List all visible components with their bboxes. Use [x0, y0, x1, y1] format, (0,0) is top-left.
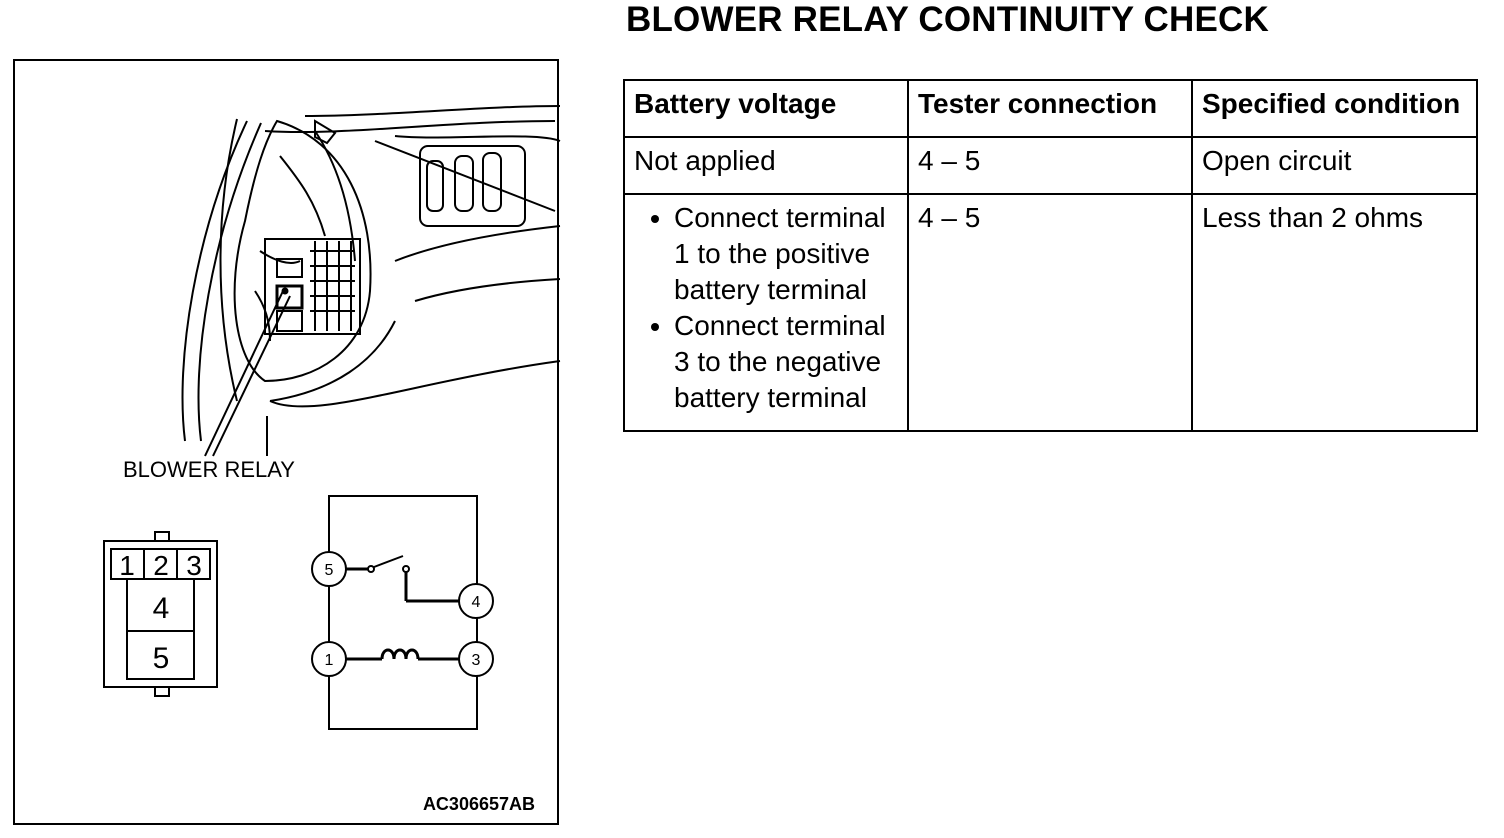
- schematic-terminal-5: 5: [311, 551, 347, 587]
- connector-pin-4: 4: [153, 592, 170, 625]
- continuity-spec-table: Battery voltage Tester connection Specif…: [623, 79, 1478, 432]
- cell-specified-condition: Open circuit: [1191, 136, 1478, 195]
- list-item: Connect terminal 3 to the negative batte…: [674, 308, 898, 416]
- blower-relay-callout: BLOWER RELAY: [123, 457, 295, 482]
- connector-pin-1: 1: [119, 550, 135, 581]
- connector-pin-5: 5: [153, 642, 170, 675]
- table-row: Connect terminal 1 to the positive batte…: [623, 193, 1478, 432]
- relay-location-figure: BLOWER RELAY 1 2 3 4 5: [13, 59, 561, 825]
- schematic-terminal-3: 3: [458, 641, 494, 677]
- schematic-terminal-1: 1: [311, 641, 347, 677]
- list-item: Connect terminal 1 to the positive batte…: [674, 200, 898, 308]
- cell-tester-connection: 4 – 5: [907, 193, 1193, 432]
- relay-connector-diagram: 1 2 3 4 5: [103, 531, 218, 697]
- svg-text:1: 1: [325, 652, 334, 669]
- dashboard-outline: [181, 105, 561, 442]
- battery-connection-list: Connect terminal 1 to the positive batte…: [634, 200, 898, 416]
- cell-battery-voltage: Not applied: [623, 136, 909, 195]
- connector-pin-2: 2: [153, 550, 169, 581]
- figure-code: AC306657AB: [422, 794, 535, 814]
- relay-location-illustration: BLOWER RELAY 1 2 3 4 5: [103, 105, 561, 730]
- page-title: BLOWER RELAY CONTINUITY CHECK: [626, 0, 1269, 39]
- cell-battery-voltage: Connect terminal 1 to the positive batte…: [623, 193, 909, 432]
- header-battery-voltage: Battery voltage: [623, 79, 909, 138]
- table-row: Not applied 4 – 5 Open circuit: [623, 136, 1478, 195]
- table-header-row: Battery voltage Tester connection Specif…: [623, 79, 1478, 138]
- relay-schematic: [328, 495, 478, 730]
- svg-text:3: 3: [472, 652, 481, 669]
- connector-pin-3: 3: [186, 550, 202, 581]
- header-specified-condition: Specified condition: [1191, 79, 1478, 138]
- svg-text:5: 5: [325, 562, 334, 579]
- schematic-terminal-4: 4: [458, 583, 494, 619]
- cell-specified-condition: Less than 2 ohms: [1191, 193, 1478, 432]
- svg-text:4: 4: [472, 594, 481, 611]
- callout-leaders: [204, 290, 291, 457]
- header-tester-connection: Tester connection: [907, 79, 1193, 138]
- cell-tester-connection: 4 – 5: [907, 136, 1193, 195]
